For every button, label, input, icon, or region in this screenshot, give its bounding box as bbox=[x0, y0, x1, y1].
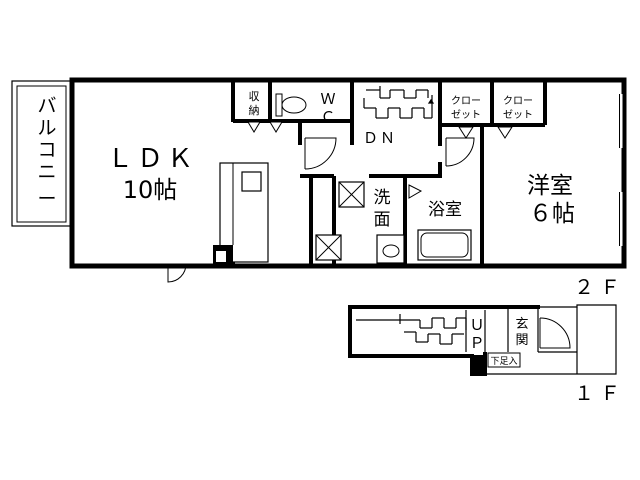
stairs-down-label: ＤＮ bbox=[363, 129, 397, 147]
closet-2: クロー ゼット bbox=[497, 95, 533, 139]
closet-1-door-marker bbox=[458, 126, 474, 139]
staircase-1f bbox=[356, 309, 509, 352]
storage-label-2: 納 bbox=[249, 104, 260, 117]
entrance-label-1: 玄 bbox=[515, 317, 528, 332]
balcony-label-5: ー bbox=[37, 188, 56, 210]
western-room-size: ６帖 bbox=[529, 201, 575, 227]
storage-door-marker bbox=[247, 121, 261, 133]
storage-closet: 収 納 bbox=[247, 90, 261, 133]
wc-label-1: Ｗ bbox=[320, 90, 335, 108]
stairs-up-label-1: Ｕ bbox=[469, 316, 484, 334]
kitchen-counter bbox=[213, 162, 269, 265]
washroom-label-1: 洗 bbox=[374, 188, 391, 208]
closet-1-label-2: ゼット bbox=[451, 109, 481, 121]
floor-2-label: ２Ｆ bbox=[574, 275, 626, 299]
ldk-label: ＬＤＫ bbox=[107, 144, 197, 174]
wc-door-marker bbox=[269, 121, 283, 133]
floor-1-label: １Ｆ bbox=[574, 381, 626, 405]
floor-2-plan: バ ル コ ニ ー bbox=[11, 77, 627, 299]
bath-door-marker bbox=[408, 184, 423, 199]
balcony-label-1: バ bbox=[37, 95, 56, 117]
sink-icon bbox=[382, 244, 400, 258]
wc-label-2: Ｃ bbox=[320, 108, 335, 126]
stairs-up-label-2: Ｐ bbox=[469, 334, 484, 352]
shoe-box-label: 下足入 bbox=[490, 356, 517, 367]
toilet-bowl bbox=[281, 96, 307, 114]
floor-1-plan: Ｕ Ｐ 玄 関 下足入 １Ｆ bbox=[348, 304, 626, 405]
door-swings-2f bbox=[167, 137, 475, 283]
storage-label-1: 収 bbox=[249, 90, 260, 103]
washroom-label-2: 面 bbox=[374, 210, 391, 230]
interior-walls bbox=[214, 82, 547, 266]
closet-2-door-marker bbox=[497, 126, 513, 139]
balcony: バ ル コ ニ ー bbox=[11, 80, 72, 227]
shoe-box bbox=[487, 352, 521, 368]
outer-walls bbox=[69, 77, 627, 269]
bathroom: 浴室 bbox=[408, 184, 472, 261]
washroom: 洗 面 bbox=[338, 181, 405, 264]
ldk-size: 10帖 bbox=[123, 176, 178, 204]
entrance-label-2: 関 bbox=[515, 333, 528, 348]
balcony-label-3: コ bbox=[37, 139, 56, 161]
closet-2-label-1: クロー bbox=[503, 95, 533, 107]
staircase-2f bbox=[363, 86, 435, 119]
toilet-tank bbox=[275, 93, 283, 117]
bathroom-label: 浴室 bbox=[428, 200, 462, 220]
closet-1: クロー ゼット bbox=[451, 95, 481, 139]
western-room-label: 洋室 bbox=[527, 173, 573, 199]
balcony-label-2: ル bbox=[37, 117, 56, 139]
entrance-door-swing bbox=[539, 317, 571, 349]
wc-room: Ｗ Ｃ bbox=[269, 90, 336, 133]
balcony-label-4: ニ bbox=[37, 161, 56, 183]
closet-1-label-1: クロー bbox=[451, 95, 481, 107]
closet-2-label-2: ゼット bbox=[503, 109, 533, 121]
